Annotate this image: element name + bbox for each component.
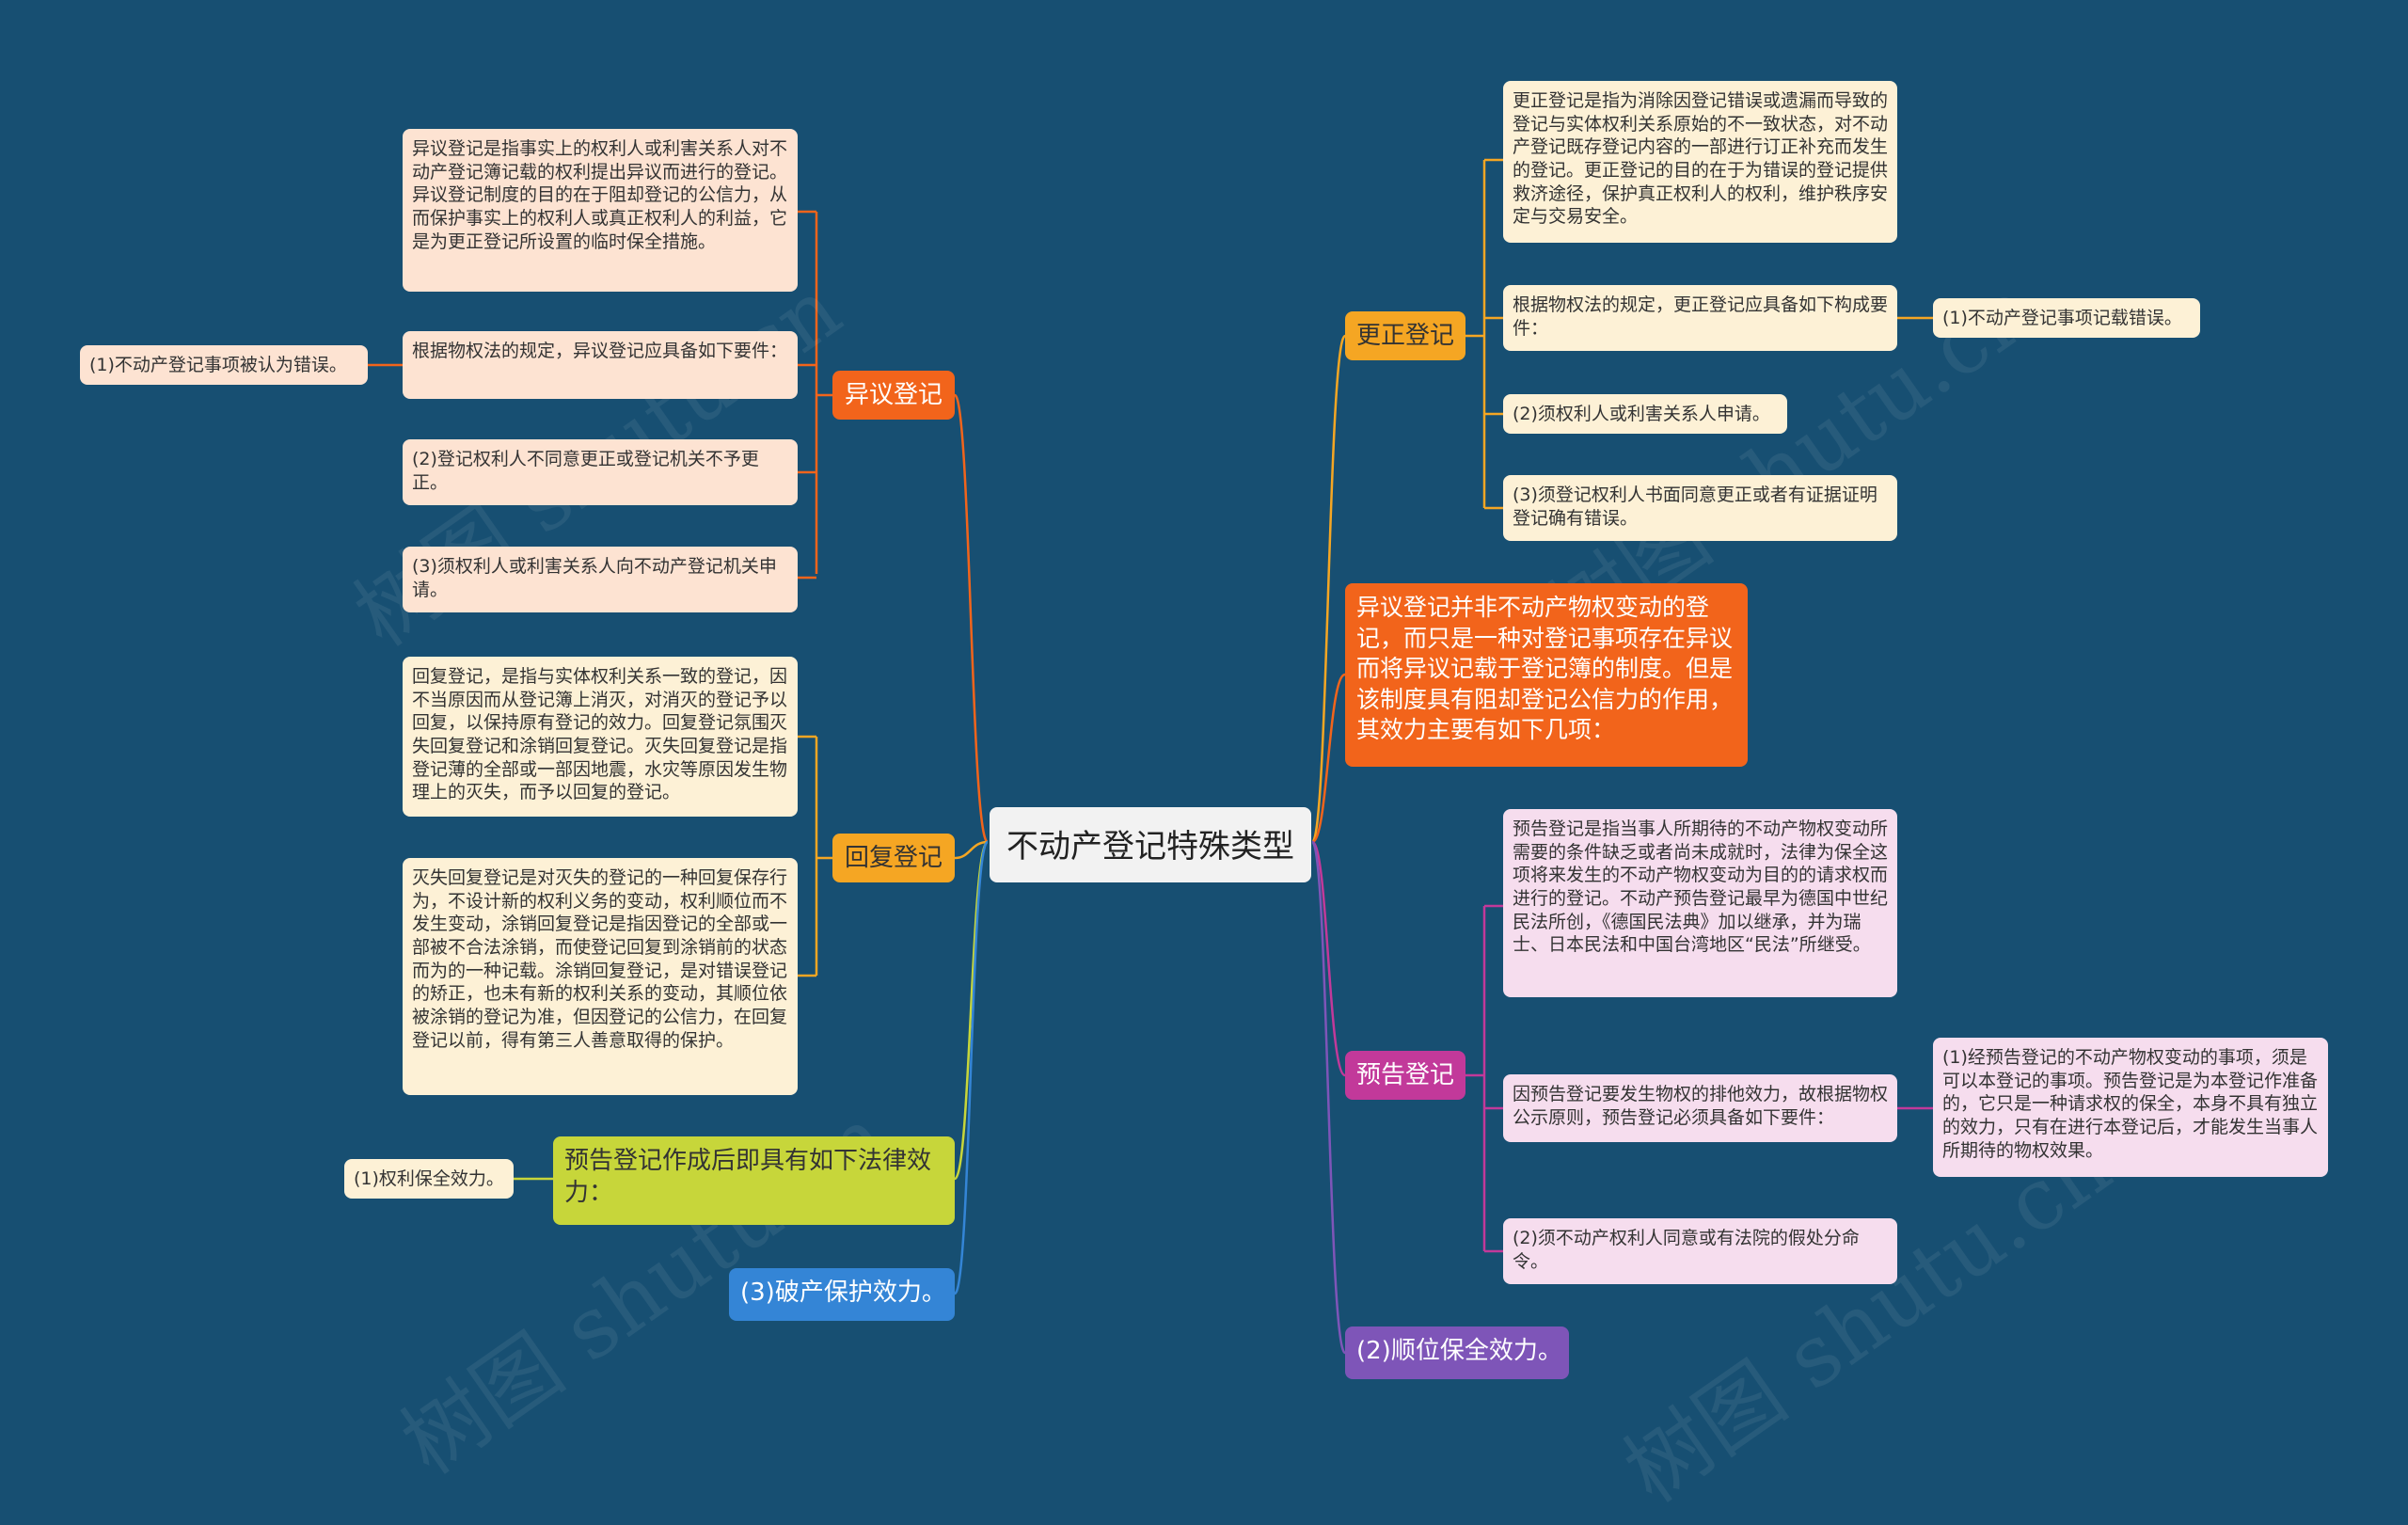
gengzheng-requirement-2[interactable]: (2)须权利人或利害关系人申请。: [1503, 394, 1787, 434]
yiyi-definition[interactable]: 异议登记是指事实上的权利人或利害关系人对不动产登记簿记载的权利提出异议而进行的登…: [403, 129, 798, 292]
yiyi-effect-note[interactable]: 异议登记并非不动产物权变动的登记，而只是一种对登记事项存在异议而将异议记载于登记…: [1345, 583, 1748, 767]
huifu-definition[interactable]: 回复登记，是指与实体权利关系一致的登记，因不当原因而从登记簿上消灭，对消灭的登记…: [403, 657, 798, 817]
branch-bankruptcy-protection[interactable]: (3)破产保护效力。: [729, 1268, 955, 1321]
gengzheng-requirement-1[interactable]: (1)不动产登记事项记载错误。: [1933, 298, 2200, 338]
connector-lines: [368, 158, 1933, 1355]
yugao-requirement-2[interactable]: (2)须不动产权利人同意或有法院的假处分命令。: [1503, 1218, 1897, 1284]
huifu-detail[interactable]: 灭失回复登记是对灭失的登记的一种回复保存行为，不设计新的权利义务的变动，权利顺位…: [403, 858, 798, 1095]
branch-gengzheng-dengji[interactable]: 更正登记: [1345, 311, 1465, 360]
branch-huifu-dengji[interactable]: 回复登记: [832, 834, 955, 882]
branch-yugao-dengji[interactable]: 预告登记: [1345, 1051, 1465, 1100]
yiyi-requirements-intro[interactable]: 根据物权法的规定，异议登记应具备如下要件：: [403, 331, 798, 399]
branch-order-preservation[interactable]: (2)顺位保全效力。: [1345, 1326, 1569, 1379]
gengzheng-requirement-3[interactable]: (3)须登记权利人书面同意更正或者有证据证明登记确有错误。: [1503, 475, 1897, 541]
yiyi-requirement-2[interactable]: (2)登记权利人不同意更正或登记机关不予更正。: [403, 439, 798, 505]
gengzheng-definition[interactable]: 更正登记是指为消除因登记错误或遗漏而导致的登记与实体权利关系原始的不一致状态，对…: [1503, 81, 1897, 243]
branch-effect[interactable]: 预告登记作成后即具有如下法律效力：: [553, 1136, 955, 1225]
yugao-requirements-intro[interactable]: 因预告登记要发生物权的排他效力，故根据物权公示原则，预告登记必须具备如下要件：: [1503, 1074, 1897, 1142]
yugao-definition[interactable]: 预告登记是指当事人所期待的不动产物权变动所需要的条件缺乏或者尚未成就时，法律为保…: [1503, 809, 1897, 997]
gengzheng-requirements-intro[interactable]: 根据物权法的规定，更正登记应具备如下构成要件：: [1503, 285, 1897, 351]
root-topic[interactable]: 不动产登记特殊类型: [990, 807, 1311, 882]
branch-yiyi-dengji[interactable]: 异议登记: [832, 371, 955, 420]
effect-item-1[interactable]: (1)权利保全效力。: [344, 1159, 514, 1199]
yiyi-requirement-1[interactable]: (1)不动产登记事项被认为错误。: [80, 345, 368, 385]
yiyi-requirement-3[interactable]: (3)须权利人或利害关系人向不动产登记机关申请。: [403, 547, 798, 612]
yugao-requirement-1[interactable]: (1)经预告登记的不动产物权变动的事项，须是可以本登记的事项。预告登记是为本登记…: [1933, 1038, 2328, 1177]
